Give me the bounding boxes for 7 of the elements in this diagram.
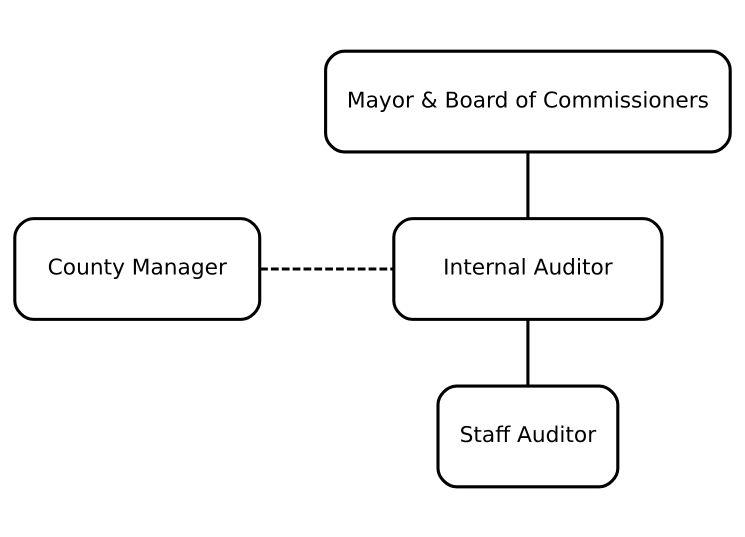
node-box: County Manager [13, 216, 262, 320]
node-box: Staff Auditor [436, 384, 620, 488]
connector [260, 266, 394, 270]
connector [526, 152, 530, 218]
node-box: Internal Auditor [392, 216, 664, 320]
connector [526, 318, 530, 386]
node-box: Mayor & Board of Commissioners [324, 49, 732, 154]
